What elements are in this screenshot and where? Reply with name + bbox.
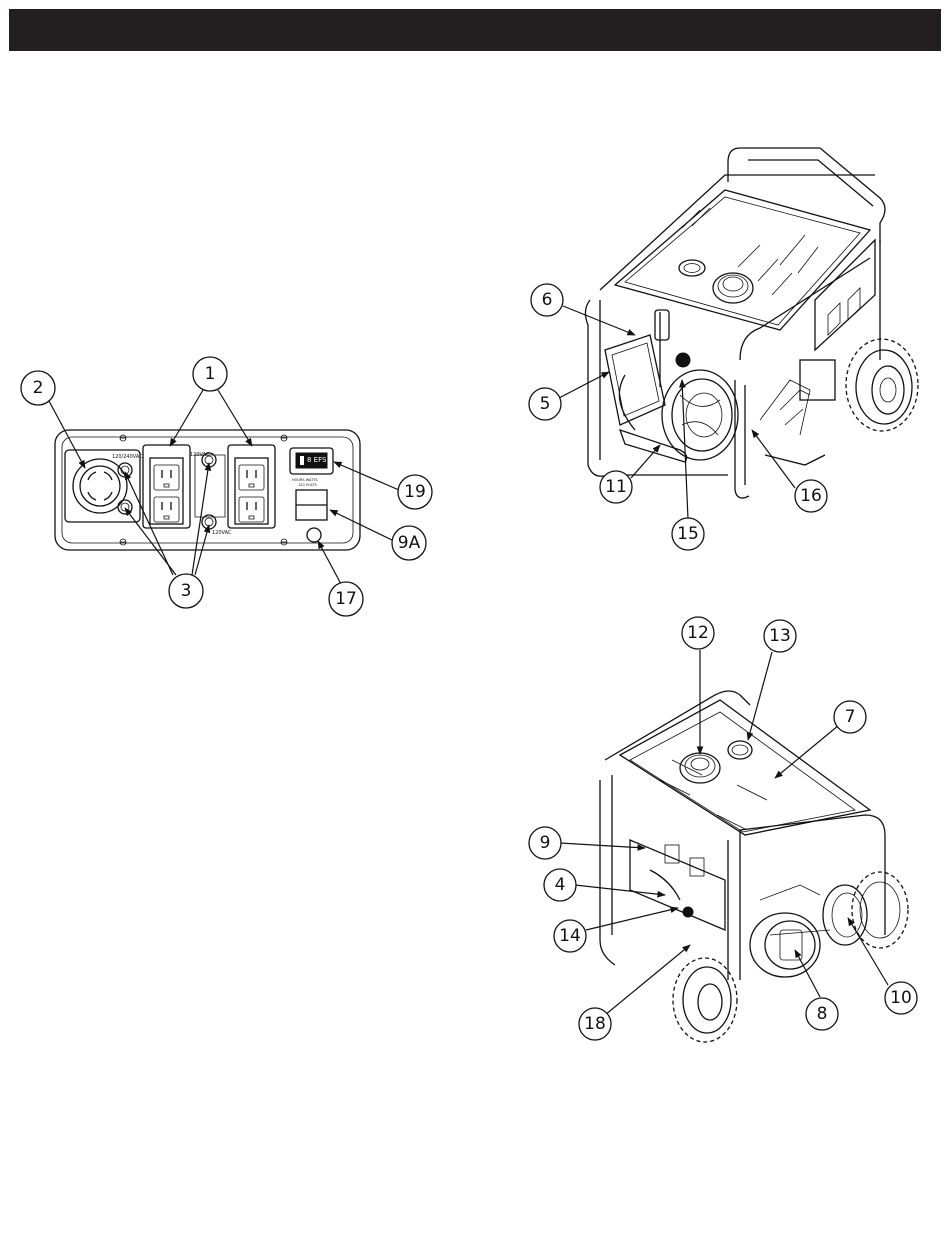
hour-meter-caption: HOURS WATTS [292,478,318,482]
svg-text:15: 15 [677,524,699,544]
svg-text:14: 14 [559,926,581,946]
svg-text:17: 17 [335,589,357,609]
svg-text:2: 2 [33,378,44,398]
hour-meter-caption-2: 120 VOLTS [298,483,317,487]
svg-text:19: 19 [404,482,426,502]
callout-9: 9 [529,827,561,859]
callout-2: 2 [21,371,55,405]
generator-view-front [585,0,918,498]
hour-meter: 8 EFS HOURS WATTS 120 VOLTS [290,448,333,487]
callout-14: 14 [554,920,586,952]
svg-text:13: 13 [769,626,791,646]
svg-text:9: 9 [540,833,551,853]
svg-text:3: 3 [181,581,192,601]
callout-18: 18 [579,1008,611,1040]
alternator-cover [750,913,820,977]
callout-10: 10 [885,982,917,1014]
callout-6: 6 [531,284,563,316]
leader-lines [49,306,888,1015]
gfci-outlet-left [143,445,190,528]
svg-text:5: 5 [540,394,551,414]
callout-13: 13 [764,620,796,652]
svg-text:12: 12 [687,623,709,643]
svg-text:1: 1 [205,364,216,384]
callout-16: 16 [795,480,827,512]
wheel-front-view [846,339,918,431]
callout-11: 11 [600,471,632,503]
svg-text:4: 4 [555,875,566,895]
svg-text:18: 18 [584,1014,606,1034]
callout-19: 19 [398,475,432,509]
callout-15: 15 [672,518,704,550]
svg-text:9A: 9A [398,533,421,553]
callout-8: 8 [806,998,838,1030]
svg-text:16: 16 [800,486,822,506]
fuel-gauge [728,741,752,759]
fuel-cap [680,753,720,783]
generator-view-rear [600,691,908,1042]
gfci-label-bottom: 120VAC [212,530,232,536]
main-breaker [296,490,327,520]
callout-5: 5 [529,388,561,420]
gfci-outlet-right [228,445,275,528]
air-filter [605,335,665,425]
callout-7: 7 [834,701,866,733]
callout-1: 1 [193,357,227,391]
svg-text:8: 8 [817,1004,828,1024]
hour-meter-readout: 8 EFS [307,456,327,464]
svg-text:7: 7 [845,707,856,727]
breaker-button-bottom [118,500,132,514]
callout-9a: 9A [392,526,426,560]
callout-3: 3 [169,574,203,608]
outlet-30a-label: 120/240VAC [112,454,143,460]
ground-lug [307,528,321,542]
svg-text:11: 11 [605,477,627,497]
callout-4: 4 [544,869,576,901]
recoil-starter [662,370,738,460]
svg-text:6: 6 [542,290,553,310]
callout-12: 12 [682,617,714,649]
callout-17: 17 [329,582,363,616]
svg-text:10: 10 [890,988,912,1008]
